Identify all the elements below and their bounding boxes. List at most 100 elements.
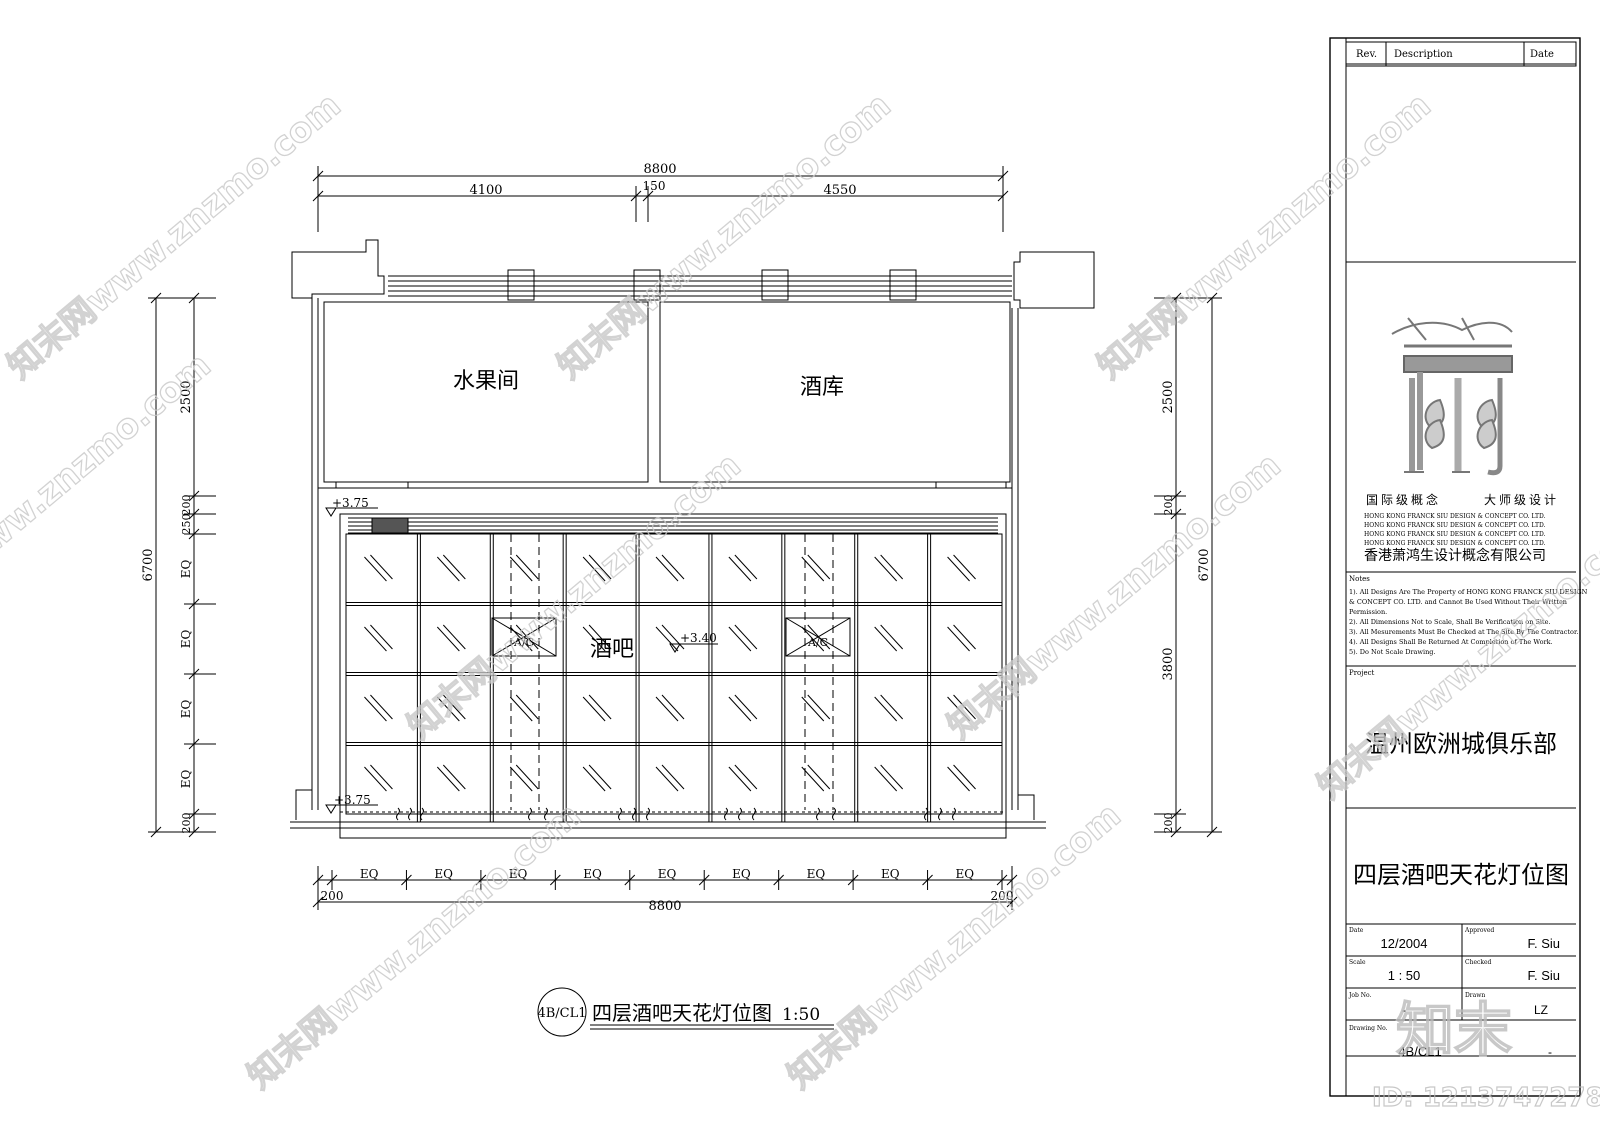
glass-panel-mark — [874, 764, 904, 792]
glass-panel-mark — [655, 764, 685, 792]
company-logo-mark — [1391, 317, 1513, 476]
glass-panel-mark — [436, 694, 466, 722]
dim-right-bottom: 200 — [1162, 813, 1175, 834]
glass-panel-mark — [655, 694, 685, 722]
watermark-9: 知末网www.znzmo.com — [780, 795, 1129, 1097]
light-fixture — [646, 807, 650, 821]
level-marks — [325, 507, 718, 814]
ac-label-1: A/C — [513, 636, 534, 649]
drawingno-label: Drawing No. — [1349, 1025, 1388, 1032]
dim-right-upper: 2500 — [1161, 380, 1176, 413]
glass-panel-mark — [728, 624, 758, 652]
glass-panel-mark — [801, 554, 831, 582]
ac-unit-2 — [785, 534, 851, 810]
company-en-line-2: HONG KONG FRANCK SIU DESIGN & CONCEPT CO… — [1364, 522, 1546, 529]
description-header: Description — [1394, 49, 1453, 60]
light-fixture — [632, 807, 636, 821]
note-line-3: Permission. — [1349, 608, 1387, 616]
room-label-wine-cellar: 酒库 — [800, 375, 844, 400]
glass-panel-mark — [947, 764, 976, 792]
glass-panel-mark — [364, 764, 393, 792]
drawing-ref-bubble-text: 4B/CL1 — [537, 1006, 586, 1021]
light-fixture — [832, 807, 836, 821]
drawing-caption-title: 四层酒吧天花灯位图 — [592, 1001, 772, 1025]
light-fixture — [544, 807, 548, 821]
dim-left-eq-2: EQ — [179, 630, 193, 649]
note-line-1: 1). All Designs Are The Property of HONG… — [1349, 588, 1588, 596]
watermark-5: 知末网www.znzmo.com — [400, 445, 749, 747]
dim-right-lower: 3800 — [1161, 647, 1176, 680]
glass-panel-mark — [655, 624, 685, 652]
glass-panel-mark — [364, 694, 393, 722]
left-dimension-lines — [148, 292, 216, 838]
checked-value: F. Siu — [1527, 968, 1560, 983]
scale-label: Scale — [1349, 959, 1366, 966]
dim-bottom-total: 8800 — [648, 899, 681, 914]
drawingno-rev: - — [1548, 1045, 1552, 1059]
company-en-line-3: HONG KONG FRANCK SIU DESIGN & CONCEPT CO… — [1364, 531, 1546, 538]
dim-bottom-eq: EQ — [955, 867, 974, 881]
glass-panel-mark — [801, 764, 831, 792]
dim-bottom-eq: EQ — [509, 867, 528, 881]
glass-panel-mark — [582, 624, 612, 652]
glass-panel-mark — [582, 694, 612, 722]
drawing-ref-bubble — [537, 987, 587, 1037]
light-fixture — [396, 807, 400, 821]
level-mark-bottom: +3.75 — [334, 793, 371, 807]
walls — [290, 298, 1046, 829]
light-fixture — [752, 807, 756, 821]
bar-ceiling — [339, 513, 1007, 839]
drawing-caption-scale: 1:50 — [782, 1005, 820, 1025]
light-fixture — [724, 807, 728, 821]
ac-label-2: A/C — [807, 636, 828, 649]
glass-panel-mark — [655, 554, 685, 582]
dim-bottom-eq: EQ — [658, 867, 677, 881]
scale-value: 1 : 50 — [1388, 968, 1421, 983]
top-dimension-lines — [312, 166, 1009, 232]
dim-bottom-left: 200 — [321, 889, 344, 903]
watermark-6: 知末网www.znzmo.com — [940, 445, 1289, 747]
watermark-2: 知末网www.znzmo.com — [550, 85, 899, 387]
level-mark-top: +3.75 — [332, 496, 369, 510]
glass-panel-mark — [436, 554, 466, 582]
light-fixture — [738, 807, 742, 821]
project-label: Project — [1349, 669, 1375, 677]
dim-seg-left: 4100 — [469, 183, 502, 198]
dim-bottom-eq: EQ — [732, 867, 751, 881]
dim-seg-right: 4550 — [823, 183, 856, 198]
watermark-1: 知末网www.znzmo.com — [0, 85, 349, 387]
dim-left-bottom: 200 — [180, 813, 193, 834]
dim-right-a: 200 — [1162, 495, 1175, 516]
drawingno-value: 4B/CL1 — [1398, 1044, 1441, 1059]
watermark-3: 知末网www.znzmo.com — [1090, 85, 1439, 387]
jobno-value: - — [1402, 1003, 1406, 1017]
dim-left-eq-1: EQ — [179, 560, 193, 579]
light-fixture — [618, 807, 622, 821]
note-line-4: 2). All Dimensions Not to Scale, Shall B… — [1349, 618, 1551, 626]
dim-bottom-right: 200 — [991, 889, 1014, 903]
note-line-2: & CONCEPT CO. LTD. and Cannot Be Used Wi… — [1349, 598, 1567, 606]
date-header: Date — [1530, 49, 1554, 60]
title-block: Rev. Description Date 国际级概念 大师级设计 HONG K… — [1329, 37, 1588, 1097]
dim-seg-mid: 150 — [643, 179, 666, 193]
glass-panel-mark — [509, 554, 539, 582]
dim-bottom-eq: EQ — [583, 867, 602, 881]
upper-rooms — [318, 301, 1012, 489]
glass-panel-mark — [728, 764, 758, 792]
watermark-id: ID: 1213747278 — [1372, 1083, 1600, 1113]
dim-bottom-eq: EQ — [434, 867, 453, 881]
light-fixture — [924, 807, 928, 821]
glass-panel-mark — [947, 554, 976, 582]
drawing-title: 四层酒吧天花灯位图 — [1353, 861, 1569, 889]
glass-panel-mark — [728, 554, 758, 582]
glass-panel-mark — [364, 624, 393, 652]
note-line-6: 4). All Designs Shall Be Returned At Com… — [1349, 638, 1553, 646]
level-mark-mid: +3.40 — [680, 631, 717, 645]
logo-tagline-left: 国际级概念 — [1366, 492, 1441, 507]
glass-panel-mark — [509, 764, 539, 792]
dim-left-b: 250 — [180, 514, 193, 535]
glass-panel-mark — [874, 694, 904, 722]
dim-left-upper: 2500 — [179, 380, 194, 413]
glass-panel-mark — [801, 694, 831, 722]
plan-text: 8800 4100 150 4550 水果间 酒库 酒吧 +3.75 +3.40… — [141, 162, 1212, 1025]
